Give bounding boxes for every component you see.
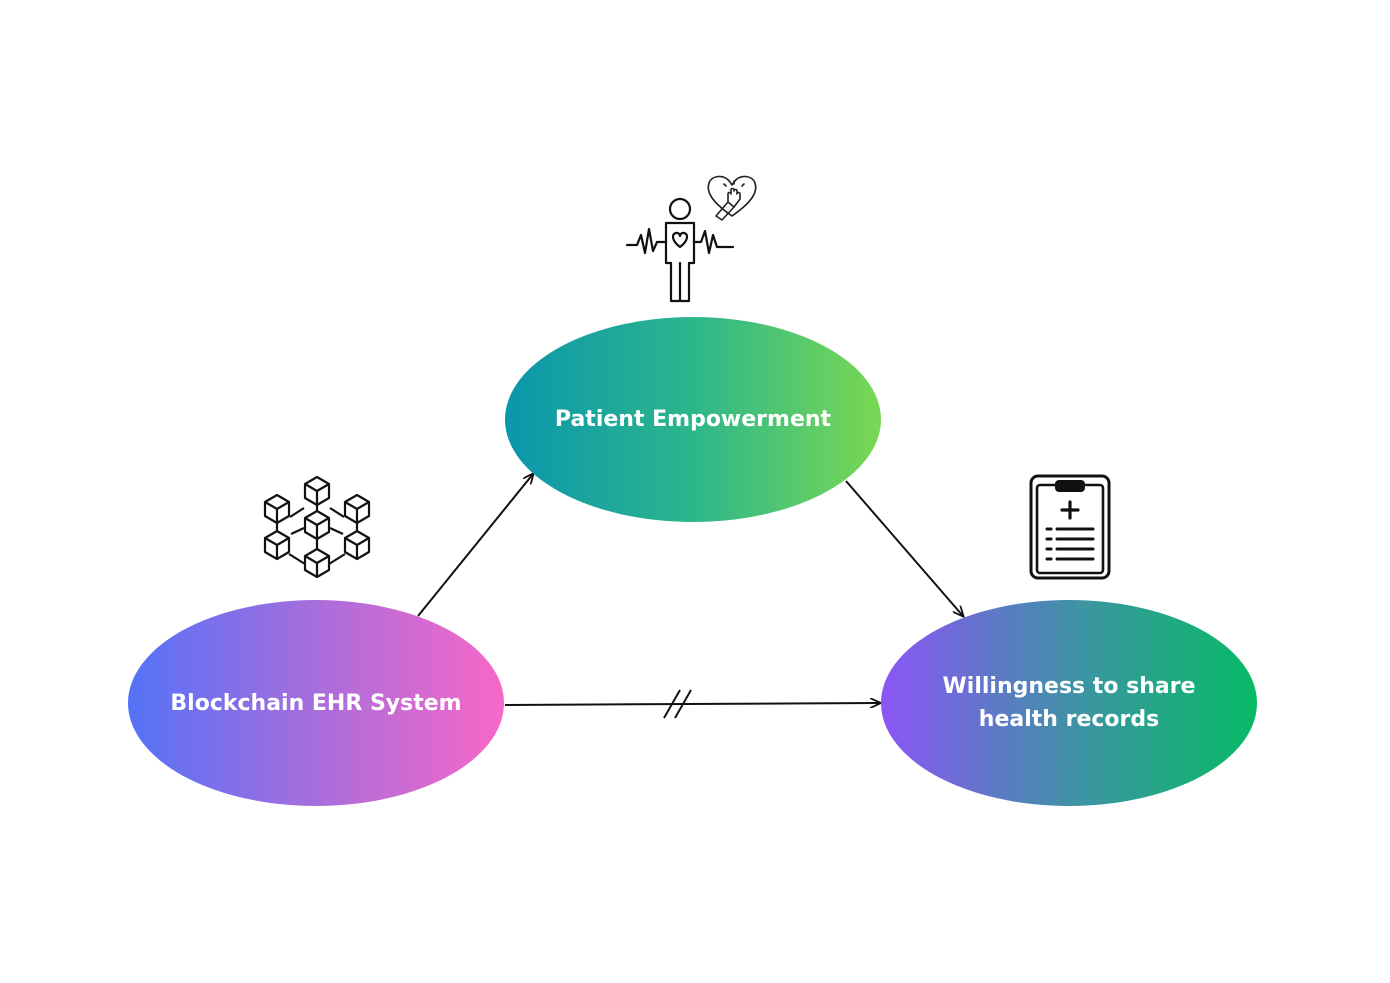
willingness-node: Willingness to share health records [881,600,1257,806]
medical-clipboard-icon [1029,474,1111,580]
edge-blockchain-to-patient [417,474,533,617]
willingness-label: Willingness to share health records [913,670,1226,736]
heart-hand-icon [707,175,757,221]
patient-empowerment-node: Patient Empowerment [505,317,881,522]
blockchain-ehr-label: Blockchain EHR System [170,690,462,716]
blockchain-ehr-node: Blockchain EHR System [128,600,504,806]
blockchain-network-icon [263,475,371,579]
patient-heart-icon [625,197,735,303]
willingness-label-line1: Willingness to share [942,674,1196,699]
edge-blockchain-to-willingness [504,703,880,705]
edge-patient-to-willingness [845,480,963,616]
patient-empowerment-label: Patient Empowerment [554,407,832,432]
no-effect-break-marks [663,689,692,719]
willingness-label-line2: health records [978,707,1160,732]
